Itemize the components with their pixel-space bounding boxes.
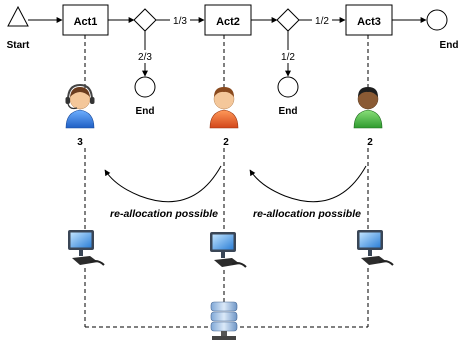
gateway-diamond-icon xyxy=(276,8,300,32)
activity-label: Act2 xyxy=(216,16,240,28)
gateway2-continue-label: 1/2 xyxy=(315,16,329,27)
activity-act3[interactable]: Act3 xyxy=(345,4,393,36)
activity-act2[interactable]: Act2 xyxy=(204,4,252,36)
actor-2[interactable]: 2 xyxy=(209,87,239,148)
reallocation-arrow-right xyxy=(249,165,367,203)
gateway1-end-label: 2/3 xyxy=(138,52,152,63)
start-triangle-icon xyxy=(7,5,29,27)
person-orange-icon xyxy=(209,87,239,129)
actor-count: 2 xyxy=(223,137,229,148)
end-circle-icon xyxy=(277,76,299,98)
reallocation-label-left: re-allocation possible xyxy=(110,208,218,220)
end-circle-icon xyxy=(134,76,156,98)
gateway-1[interactable] xyxy=(133,8,157,32)
gateway-2[interactable] xyxy=(276,8,300,32)
database-server-icon xyxy=(210,301,238,340)
end-label: End xyxy=(440,40,459,51)
activity-label: Act1 xyxy=(74,16,98,28)
end-label: End xyxy=(279,106,298,117)
end-event-2: End xyxy=(277,76,299,117)
end-label: End xyxy=(136,106,155,117)
reallocation-label-right: re-allocation possible xyxy=(253,208,361,220)
database-server[interactable] xyxy=(210,301,238,340)
actor-count: 3 xyxy=(77,137,83,148)
reallocation-arrow-left xyxy=(104,165,222,203)
workstation-icon xyxy=(68,230,105,266)
workstation-icon xyxy=(210,232,247,268)
activity-act1[interactable]: Act1 xyxy=(62,4,109,36)
workstation-2[interactable] xyxy=(210,232,247,268)
person-green-icon xyxy=(353,87,383,129)
start-label: Start xyxy=(7,40,30,51)
workstation-icon xyxy=(357,230,394,266)
actor-3[interactable]: 2 xyxy=(353,87,383,148)
start-event: Start xyxy=(7,5,30,51)
end-circle-icon xyxy=(426,9,448,31)
activity-label: Act3 xyxy=(357,16,381,28)
end-event-1: End xyxy=(134,76,156,117)
gateway-diamond-icon xyxy=(133,8,157,32)
gateway1-continue-label: 1/3 xyxy=(173,16,187,27)
workstation-1[interactable] xyxy=(68,230,105,266)
actor-1[interactable]: 3 xyxy=(65,83,95,148)
call-center-agent-icon xyxy=(65,83,95,129)
gateway2-end-label: 1/2 xyxy=(281,52,295,63)
dashed-connectors xyxy=(84,35,369,328)
end-event-3: End xyxy=(426,9,459,51)
actor-count: 2 xyxy=(367,137,373,148)
workstation-3[interactable] xyxy=(357,230,394,266)
